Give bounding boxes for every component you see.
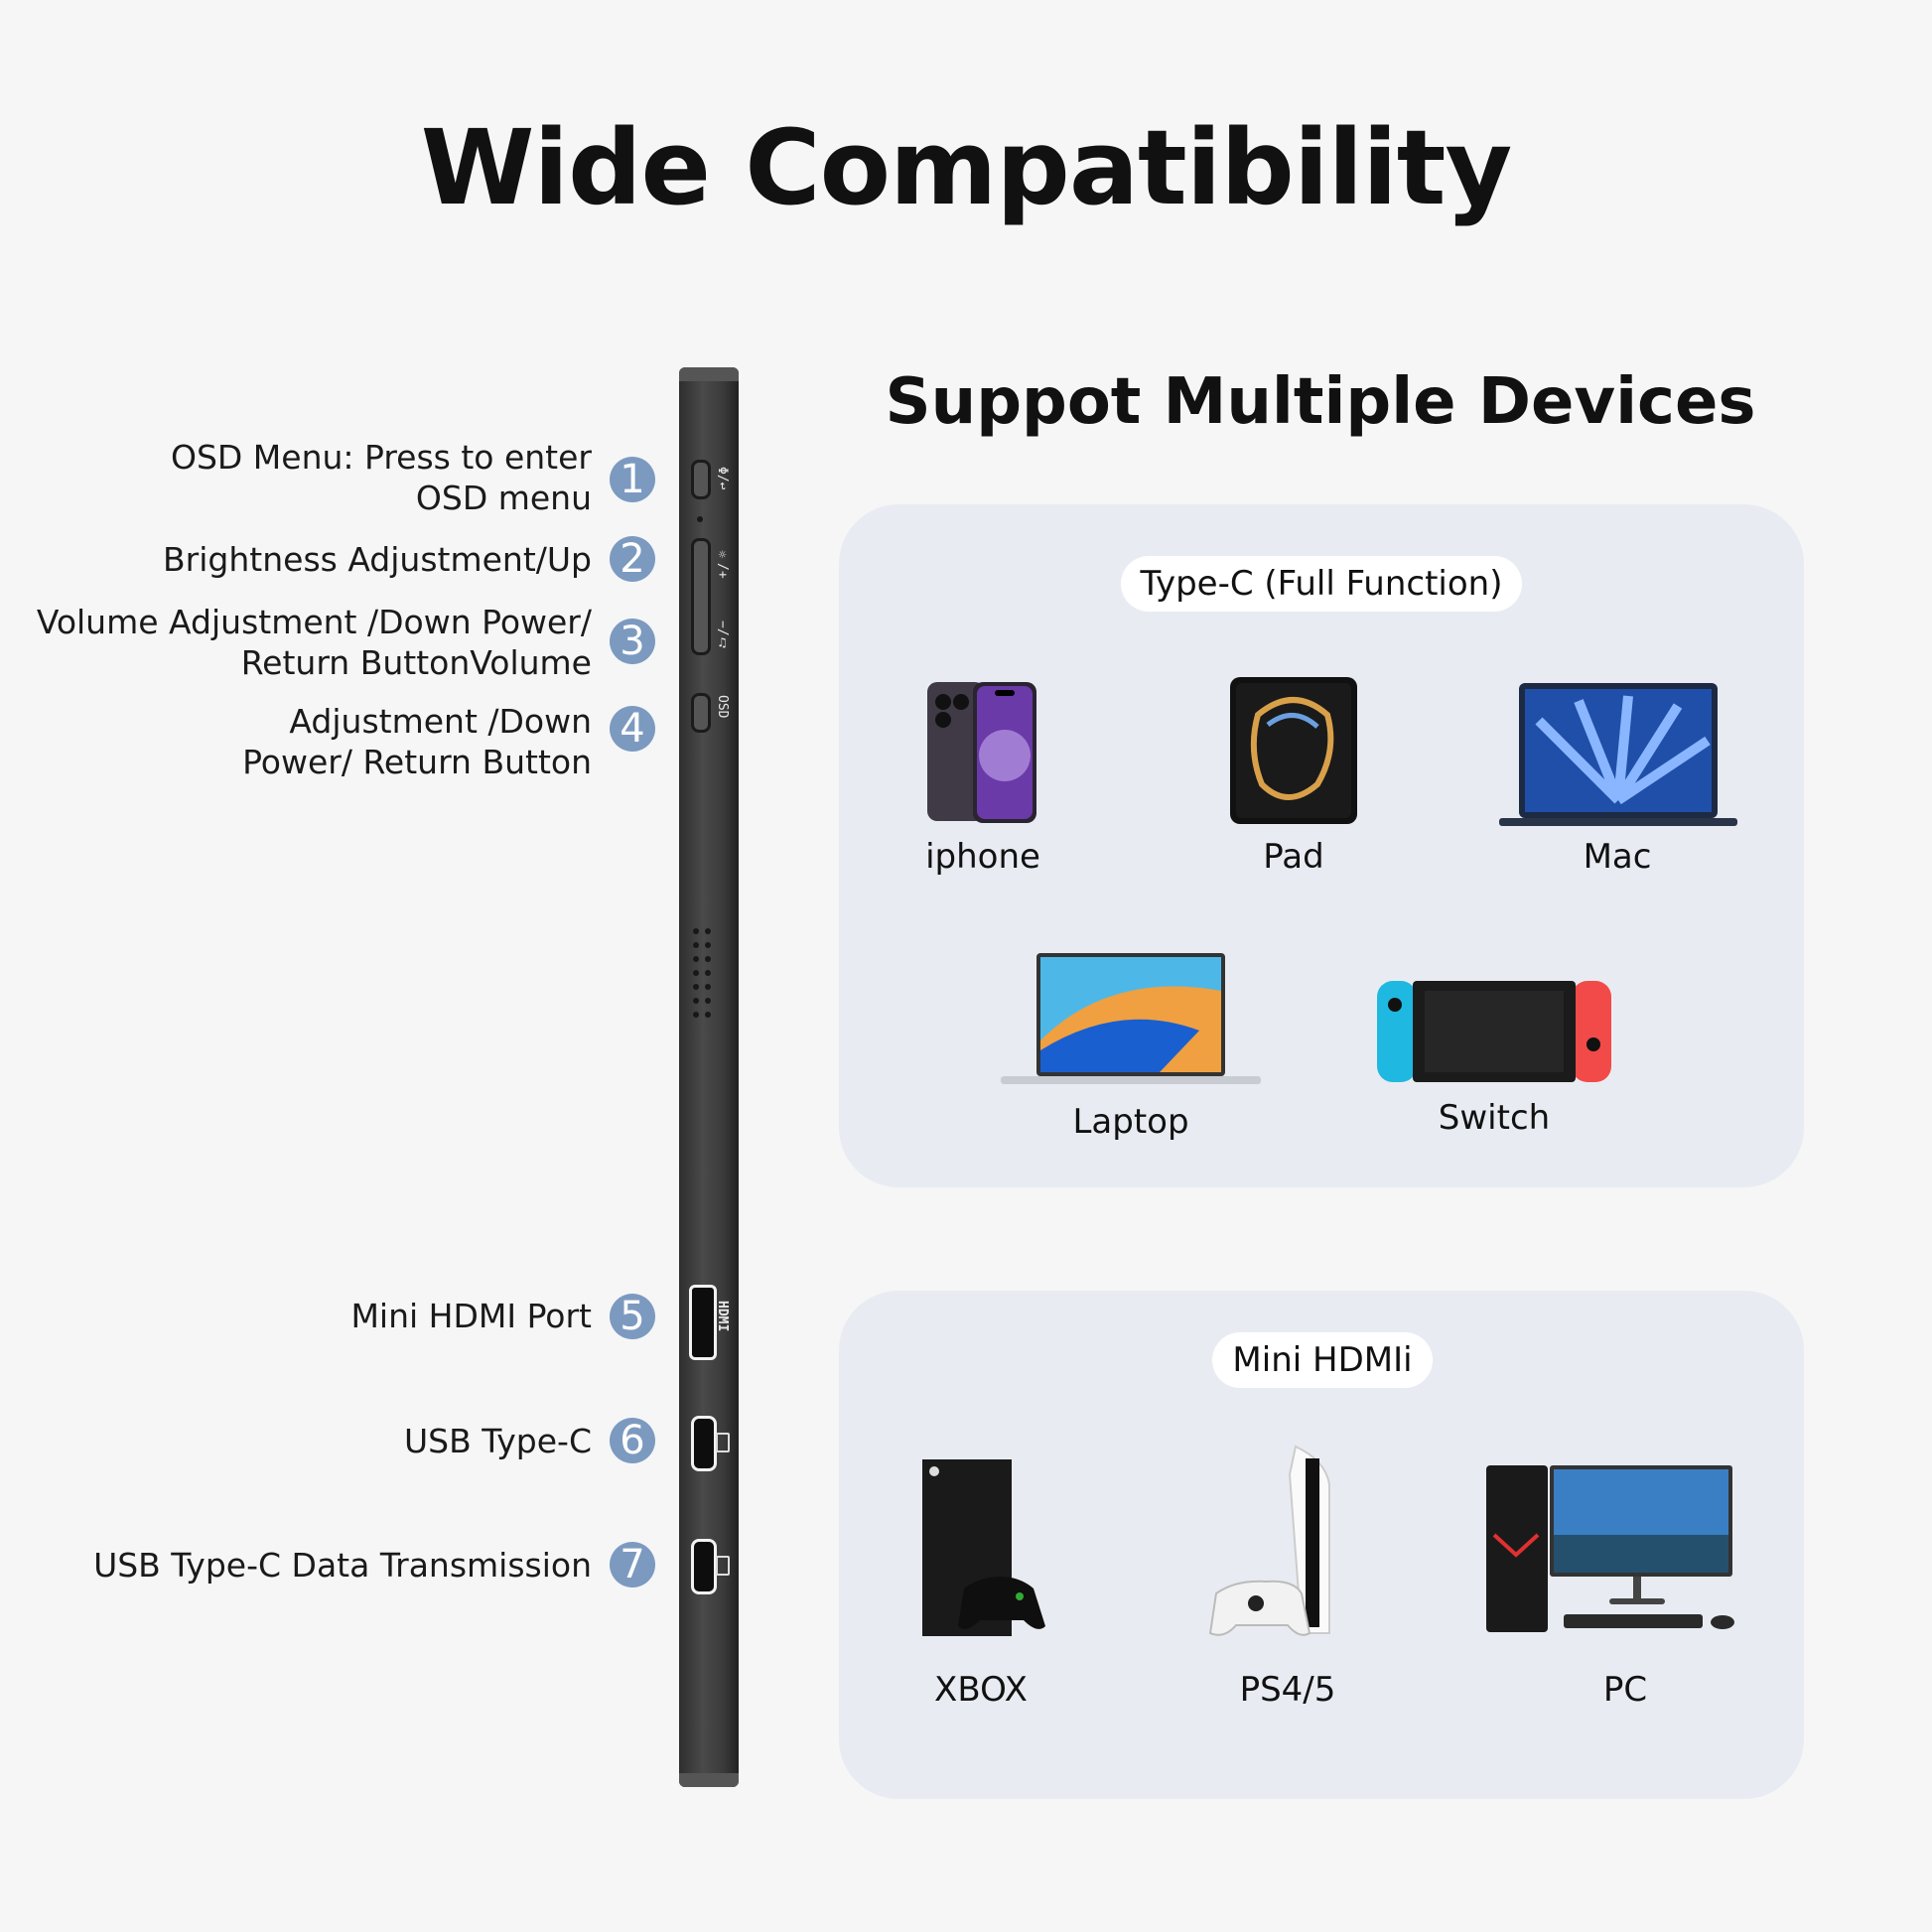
usb-c-data-icon [716, 1556, 730, 1576]
game-console-icon [1377, 981, 1611, 1082]
indicator-light [697, 516, 703, 522]
callout-2: Brightness Adjustment/Up [163, 539, 592, 580]
number-badge: 4 [610, 706, 655, 752]
mac-item [1499, 681, 1737, 830]
smartphone-icon [927, 682, 1036, 823]
button2-marking: ☼/+ [715, 548, 730, 579]
callout-line: Mini HDMI Port [350, 1297, 592, 1335]
ps-item [1206, 1445, 1365, 1639]
power-return-button [691, 693, 711, 733]
laptop-icon [1001, 953, 1261, 1084]
callout-line: USB Type-C Data Transmission [93, 1546, 592, 1585]
number-badge: 5 [610, 1294, 655, 1339]
callout-line: Volume Adjustment /Down Power/ [36, 603, 592, 641]
device-label: PS4/5 [1239, 1670, 1336, 1710]
laptop-item [1001, 951, 1261, 1092]
page-title: Wide Compatibility [420, 107, 1513, 228]
hdmi-header-pill: Mini HDMIi [1212, 1332, 1433, 1388]
usb-c-data-port [691, 1539, 717, 1594]
grille-hole [705, 984, 711, 990]
button3-marking: −/♫ [715, 621, 730, 651]
device-label: Mac [1583, 837, 1652, 877]
monitor-side-profile: Φ/↩ ☼/+ −/♫ OSD HDMI [679, 367, 739, 1787]
grille-hole [705, 928, 711, 934]
grille-hole [705, 956, 711, 962]
usb-c-port [691, 1416, 717, 1471]
grille-hole [693, 956, 699, 962]
callout-1: OSD Menu: Press to enter OSD menu [171, 437, 592, 518]
macbook-icon [1499, 683, 1737, 826]
number-badge: 3 [610, 619, 655, 664]
hdmi-marking: HDMI [715, 1301, 730, 1332]
grille-hole [705, 942, 711, 948]
grille-hole [693, 942, 699, 948]
grille-hole [705, 998, 711, 1004]
speaker-grille [693, 928, 715, 1018]
iphone-item [923, 678, 1042, 827]
section-subtitle: Suppot Multiple Devices [885, 365, 1756, 439]
playstation-icon [1208, 1445, 1330, 1636]
device-label: iphone [925, 837, 1040, 877]
brightness-volume-rocker [691, 538, 711, 655]
callout-4: Adjustment /Down Power/ Return Button [242, 701, 592, 782]
callout-7: USB Type-C Data Transmission [93, 1545, 592, 1586]
button4-marking: OSD [715, 695, 730, 719]
pad-item [1228, 675, 1359, 826]
button1-marking: Φ/↩ [715, 467, 730, 490]
typec-panel: Type-C (Full Function) iphone Pad Ma [839, 504, 1804, 1187]
callout-6: USB Type-C [404, 1421, 592, 1461]
tablet-icon [1230, 677, 1357, 824]
grille-hole [693, 928, 699, 934]
mini-hdmi-port [689, 1285, 717, 1360]
hdmi-panel: Mini HDMIi XBOX PS4/5 [839, 1291, 1804, 1799]
device-label: Pad [1263, 837, 1324, 877]
callout-5: Mini HDMI Port [350, 1296, 592, 1336]
callout-line: USB Type-C [404, 1422, 592, 1460]
callout-line: Brightness Adjustment/Up [163, 540, 592, 579]
typec-header-pill: Type-C (Full Function) [1121, 556, 1522, 612]
callout-3: Volume Adjustment /Down Power/ Return Bu… [37, 602, 592, 683]
callout-line: Return ButtonVolume [240, 643, 592, 682]
grille-hole [705, 970, 711, 976]
desktop-pc-icon [1486, 1465, 1734, 1632]
device-label: Laptop [1072, 1102, 1189, 1142]
device-label: PC [1602, 1670, 1648, 1710]
callout-line: Power/ Return Button [242, 743, 592, 781]
osd-menu-button [691, 460, 711, 499]
number-badge: 1 [610, 457, 655, 502]
number-badge: 6 [610, 1418, 655, 1463]
device-label: Switch [1438, 1098, 1551, 1138]
callout-line: OSD Menu: Press to enter [170, 438, 592, 477]
number-badge: 7 [610, 1542, 655, 1587]
xbox-icon [922, 1459, 1045, 1636]
device-label: XBOX [934, 1670, 1028, 1710]
grille-hole [693, 998, 699, 1004]
callout-line: OSD menu [415, 479, 592, 517]
callout-line: Adjustment /Down [289, 702, 592, 741]
profile-top-cap [679, 367, 739, 381]
grille-hole [693, 984, 699, 990]
pc-item [1484, 1465, 1742, 1640]
number-badge: 2 [610, 536, 655, 582]
profile-bottom-cap [679, 1773, 739, 1787]
grille-hole [705, 1012, 711, 1018]
xbox-item [920, 1459, 1049, 1638]
usb-c-icon [716, 1433, 730, 1452]
grille-hole [693, 970, 699, 976]
switch-item [1377, 979, 1611, 1084]
grille-hole [693, 1012, 699, 1018]
